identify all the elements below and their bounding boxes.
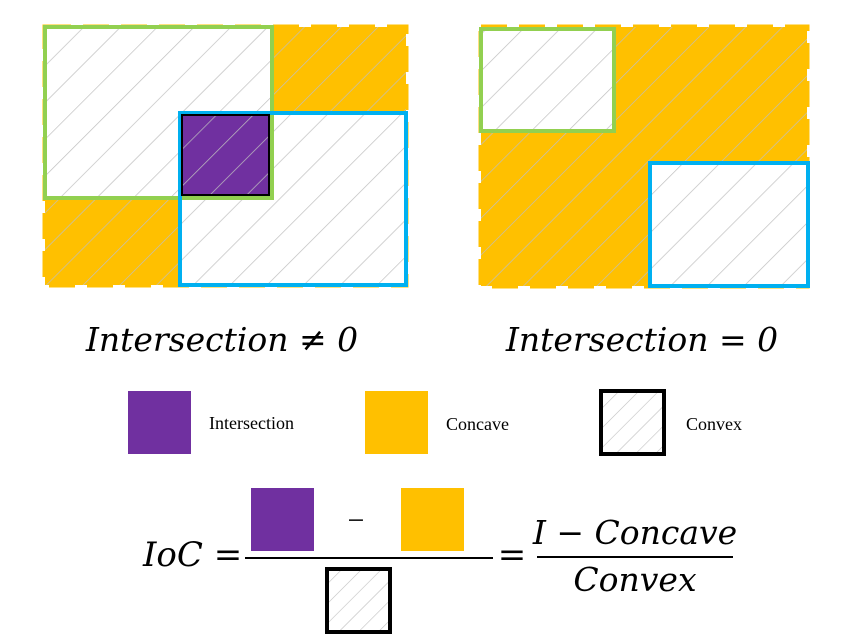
legend-concave-swatch <box>365 391 428 454</box>
formula-denominator: Convex <box>573 560 697 599</box>
formula-numerator: I − Concave <box>532 513 737 552</box>
left-panel <box>42 24 409 288</box>
legend-concave-label: Concave <box>446 414 509 434</box>
left-caption: Intersection ≠ 0 <box>85 320 358 359</box>
left-hatch-overlay <box>45 27 406 285</box>
legend-convex-label: Convex <box>686 414 742 434</box>
legend-intersection-label: Intersection <box>209 413 294 433</box>
legend-intersection-swatch <box>128 391 191 454</box>
formula-lhs: IoC = <box>142 535 242 575</box>
formula-intersection-swatch <box>251 488 314 551</box>
legend: Intersection Concave Convex <box>128 389 742 456</box>
right-caption: Intersection = 0 <box>505 320 778 359</box>
formula-convex-swatch <box>325 567 392 634</box>
formula-concave-swatch <box>401 488 464 551</box>
ioc-formula: IoC = − = I − Concave Convex <box>142 488 737 634</box>
right-hatch-overlay <box>481 27 807 286</box>
legend-convex-swatch <box>599 389 666 456</box>
right-panel <box>478 24 810 289</box>
formula-minus-sign: − <box>348 504 365 537</box>
formula-equals: = <box>498 535 527 575</box>
